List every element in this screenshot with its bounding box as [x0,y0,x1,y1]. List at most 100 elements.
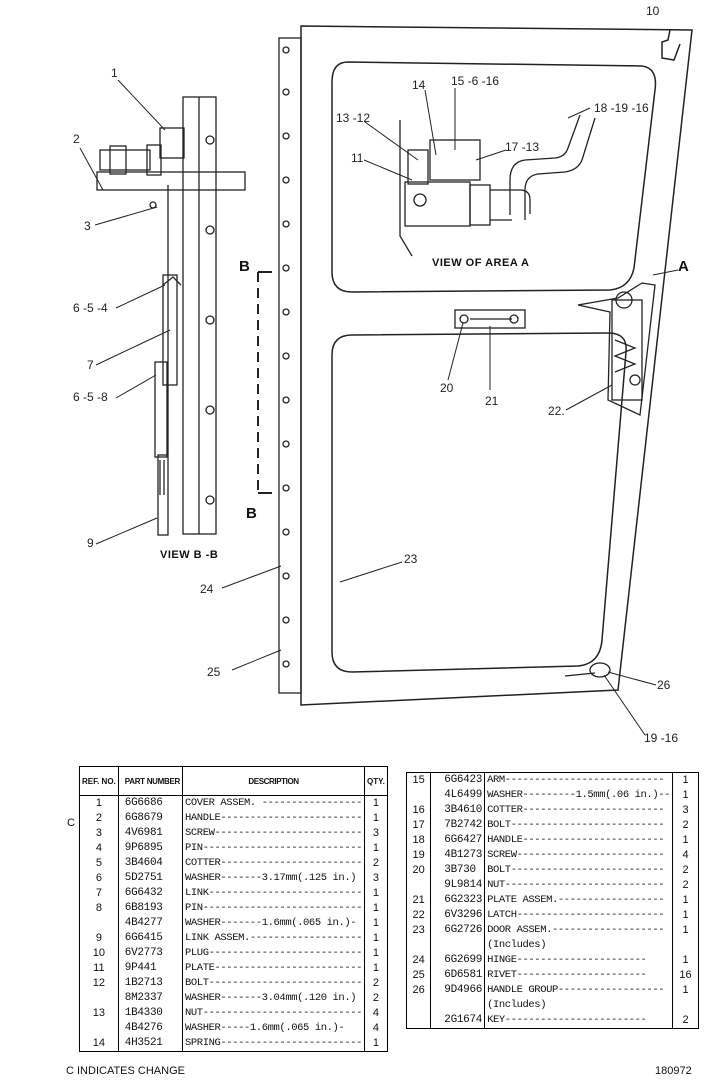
row-brace [431,788,443,803]
row-part-number: 1B4330 [122,1006,183,1021]
row-description: NUT--------------------------- [182,1006,366,1021]
view-bb-assembly [96,96,246,536]
callout-20: 20 [440,381,454,395]
row-qty: 1 [682,984,689,996]
row-qty: 2 [372,857,379,869]
row-description: WASHER-------3.17mm(.125 in.) [182,871,366,886]
row-ref: 7 [79,886,119,901]
row-ref: 3 [79,826,119,841]
row-description: PLUG-------------------------- [182,946,366,961]
leader-lines [79,79,679,736]
row-description: BOLT-------------------------- [484,818,674,833]
header-desc: DESCRIPTION [182,766,366,796]
row-description: KEY------------------------ [484,1013,674,1029]
callout-a: A [678,258,689,275]
row-part-number: 4B4276 [122,1021,183,1036]
row-qty: 16 [679,969,692,981]
row-description: SCREW------------------------- [182,826,366,841]
change-marker: C [67,817,75,829]
row-part-number: 3B4604 [122,856,183,871]
row-brace [431,818,443,833]
row-part-number: 9P6895 [122,841,183,856]
row-ref [406,788,432,803]
row-part-number: 6B8193 [122,901,183,916]
row-brace [431,773,443,789]
row-brace [431,848,443,863]
row-part-number: 6V2773 [122,946,183,961]
row-ref: 13 [79,1006,119,1021]
view-bb-label: VIEW B -B [160,549,219,561]
row-qty [673,998,699,1013]
callout-25: 25 [207,665,221,679]
row-part-number: 6G6427 [442,833,486,848]
row-brace [431,803,443,818]
row-qty: 1 [372,947,379,959]
row-qty: 1 [372,962,379,974]
row-part-number: 6G2699 [442,953,486,968]
row-ref: 5 [79,856,119,871]
row-ref: 20 [406,863,432,878]
callout-21: 21 [485,394,499,408]
row-qty: 1 [372,1037,379,1049]
callout-18-19-16: 18 -19 -16 [594,101,649,115]
row-part-number [442,938,486,953]
row-description: WASHER-------1.6mm(.065 in.)- [182,916,366,931]
row-brace [431,968,443,983]
row-part-number: 6G6686 [122,795,183,811]
callout-2: 2 [73,132,80,146]
row-ref: 19 [406,848,432,863]
row-qty: 3 [372,827,379,839]
callout-17-13: 17 -13 [505,140,540,154]
row-ref: 26 [406,983,432,998]
header-qty: QTY. [364,766,388,796]
row-qty: 1 [682,909,689,921]
row-part-number: 8M2337 [122,991,183,1006]
row-description: HANDLE------------------------ [484,833,674,848]
callout-19-16: 19 -16 [644,731,679,745]
row-qty: 1 [682,789,689,801]
exploded-view-drawing [79,25,693,736]
row-description: SCREW------------------------- [484,848,674,863]
row-description: DOOR ASSEM.------------------- [484,923,674,938]
row-description: COVER ASSEM. ----------------- [182,795,366,811]
section-b-bottom: B [246,505,257,522]
row-part-number: 1B2713 [122,976,183,991]
row-brace [431,863,443,878]
row-brace [431,908,443,923]
row-part-number: 9D4966 [442,983,486,998]
change-note: C INDICATES CHANGE [66,1065,185,1077]
callout-24: 24 [200,582,214,596]
row-part-number: 3B4610 [442,803,486,818]
row-part-number: 7B2742 [442,818,486,833]
door-frame [300,25,693,706]
row-ref: 16 [406,803,432,818]
hinge-strip [278,37,302,694]
row-part-number [442,998,486,1013]
row-ref: 25 [406,968,432,983]
row-description: WASHER---------1.5mm(.06 in.)-- [484,788,674,803]
callout-22: 22. [548,404,565,418]
row-qty: 4 [682,849,689,861]
row-brace [431,953,443,968]
row-part-number: 4B1273 [442,848,486,863]
row-part-number: 4B4277 [122,916,183,931]
row-part-number: 6G2726 [442,923,486,938]
row-part-number: 6V3296 [442,908,486,923]
row-brace [431,1013,443,1029]
table-row: (Includes) [406,998,699,1013]
row-qty: 1 [682,924,689,936]
header-ref: REF. NO. [79,766,119,796]
